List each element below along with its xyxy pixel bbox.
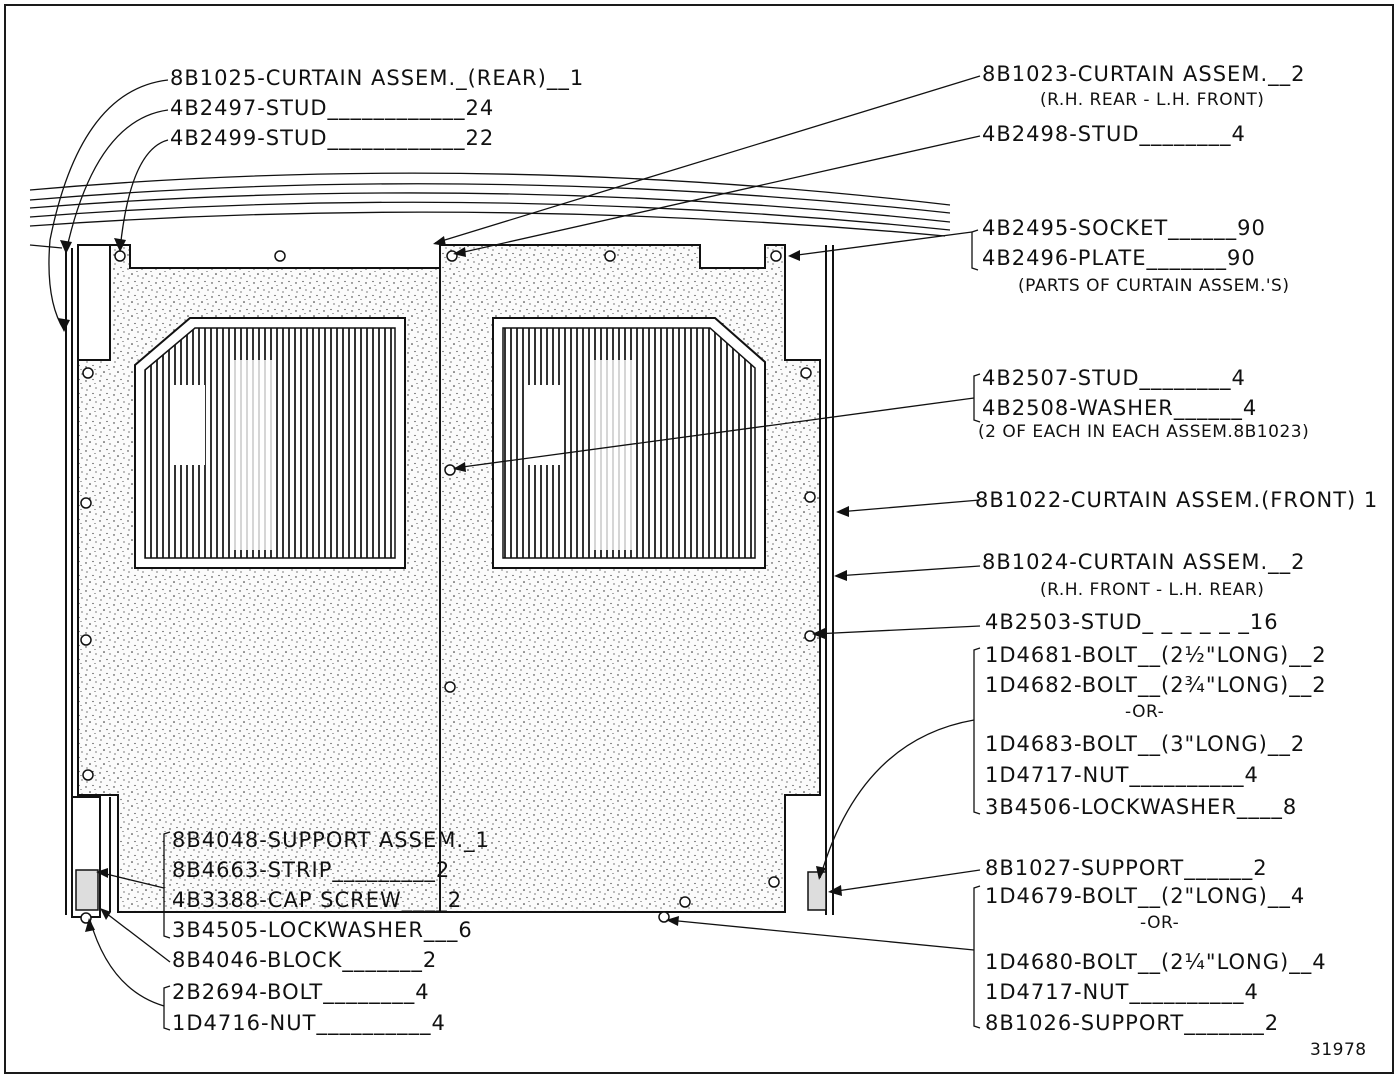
label-or-1: -OR- bbox=[1125, 702, 1165, 722]
stud-washer-bracket bbox=[973, 373, 981, 423]
left-curtain-panel bbox=[77, 244, 111, 361]
arrowheads bbox=[58, 236, 849, 932]
label-plate-4b2496: 4B2496-PLATE_______90 bbox=[982, 246, 1256, 270]
front-window-highlight bbox=[525, 385, 560, 465]
label-nut-1d4717-a: 1D4717-NUT__________4 bbox=[985, 763, 1259, 787]
drawing-frame bbox=[4, 4, 1394, 1074]
label-stud-4b2507: 4B2507-STUD________4 bbox=[982, 366, 1246, 390]
label-bolt-1d4682: 1D4682-BOLT__(2¾"LONG)__2 bbox=[985, 673, 1327, 697]
label-socket-4b2495: 4B2495-SOCKET______90 bbox=[982, 216, 1266, 240]
label-curtain-8b1023: 8B1023-CURTAIN ASSEM.__2 bbox=[982, 62, 1306, 86]
support-bolt-bracket bbox=[973, 885, 981, 1029]
label-stud-4b2499: 4B2499-STUD____________22 bbox=[170, 126, 495, 150]
label-support-8b1027: 8B1027-SUPPORT______2 bbox=[985, 856, 1268, 880]
drawing-number: 31978 bbox=[1310, 1040, 1367, 1060]
label-capscrew-4b3388: 4B3388-CAP SCREW____2 bbox=[172, 888, 463, 912]
support-assem-bracket bbox=[163, 831, 171, 939]
label-lockwasher-3b4505: 3B4505-LOCKWASHER___6 bbox=[172, 918, 473, 942]
label-stud-4b2498: 4B2498-STUD________4 bbox=[982, 122, 1246, 146]
label-support-8b1026: 8B1026-SUPPORT_______2 bbox=[985, 1011, 1280, 1035]
label-strip-8b4663: 8B4663-STRIP_________2 bbox=[172, 858, 451, 882]
label-support-8b4048: 8B4048-SUPPORT ASSEM._1 bbox=[172, 828, 490, 852]
label-block-8b4046: 8B4046-BLOCK_______2 bbox=[172, 948, 438, 972]
label-lockwasher-3b4506: 3B4506-LOCKWASHER____8 bbox=[985, 795, 1298, 819]
bolt-group-bracket bbox=[973, 647, 981, 815]
label-parts-note: (PARTS OF CURTAIN ASSEM.'S) bbox=[1018, 276, 1290, 296]
label-front-curtain: 8B1022-CURTAIN ASSEM.(FRONT) 1 bbox=[975, 488, 1379, 512]
support-block bbox=[75, 869, 99, 911]
label-or-2: -OR- bbox=[1140, 913, 1180, 933]
bolt-nut-bracket bbox=[163, 985, 171, 1031]
label-bolt-1d4683: 1D4683-BOLT__(3"LONG)__2 bbox=[985, 732, 1306, 756]
label-nut-1d4716: 1D4716-NUT__________4 bbox=[172, 1011, 446, 1035]
label-curtain-8b1024-note: (R.H. FRONT - L.H. REAR) bbox=[1040, 580, 1265, 600]
label-nut-1d4717-b: 1D4717-NUT__________4 bbox=[985, 980, 1259, 1004]
label-stud-4b2503: 4B2503-STUD_ _ _ _ _ _16 bbox=[985, 610, 1279, 634]
stud-markers bbox=[80, 250, 816, 923]
label-bolt-2b2694: 2B2694-BOLT________4 bbox=[172, 980, 430, 1004]
socket-plate-bracket bbox=[971, 229, 979, 271]
roof-arcs bbox=[29, 172, 951, 237]
label-stud-4b2497: 4B2497-STUD____________24 bbox=[170, 96, 495, 120]
rear-window-highlight bbox=[170, 385, 205, 465]
label-curtain-8b1023-note: (R.H. REAR - L.H. FRONT) bbox=[1040, 90, 1265, 110]
leader-lines bbox=[29, 75, 981, 1007]
label-each-note: (2 OF EACH IN EACH ASSEM.8B1023) bbox=[978, 422, 1310, 442]
label-washer-4b2508: 4B2508-WASHER______4 bbox=[982, 396, 1258, 420]
label-rear-curtain: 8B1025-CURTAIN ASSEM._(REAR)__1 bbox=[170, 66, 585, 90]
label-bolt-1d4680: 1D4680-BOLT__(2¼"LONG)__4 bbox=[985, 950, 1327, 974]
label-bolt-1d4679: 1D4679-BOLT__(2"LONG)__4 bbox=[985, 884, 1306, 908]
front-support bbox=[807, 871, 827, 911]
rear-window-highlight-2 bbox=[230, 360, 275, 550]
label-bolt-1d4681: 1D4681-BOLT__(2½"LONG)__2 bbox=[985, 643, 1327, 667]
front-window-highlight-2 bbox=[590, 360, 635, 550]
label-curtain-8b1024: 8B1024-CURTAIN ASSEM.__2 bbox=[982, 550, 1306, 574]
